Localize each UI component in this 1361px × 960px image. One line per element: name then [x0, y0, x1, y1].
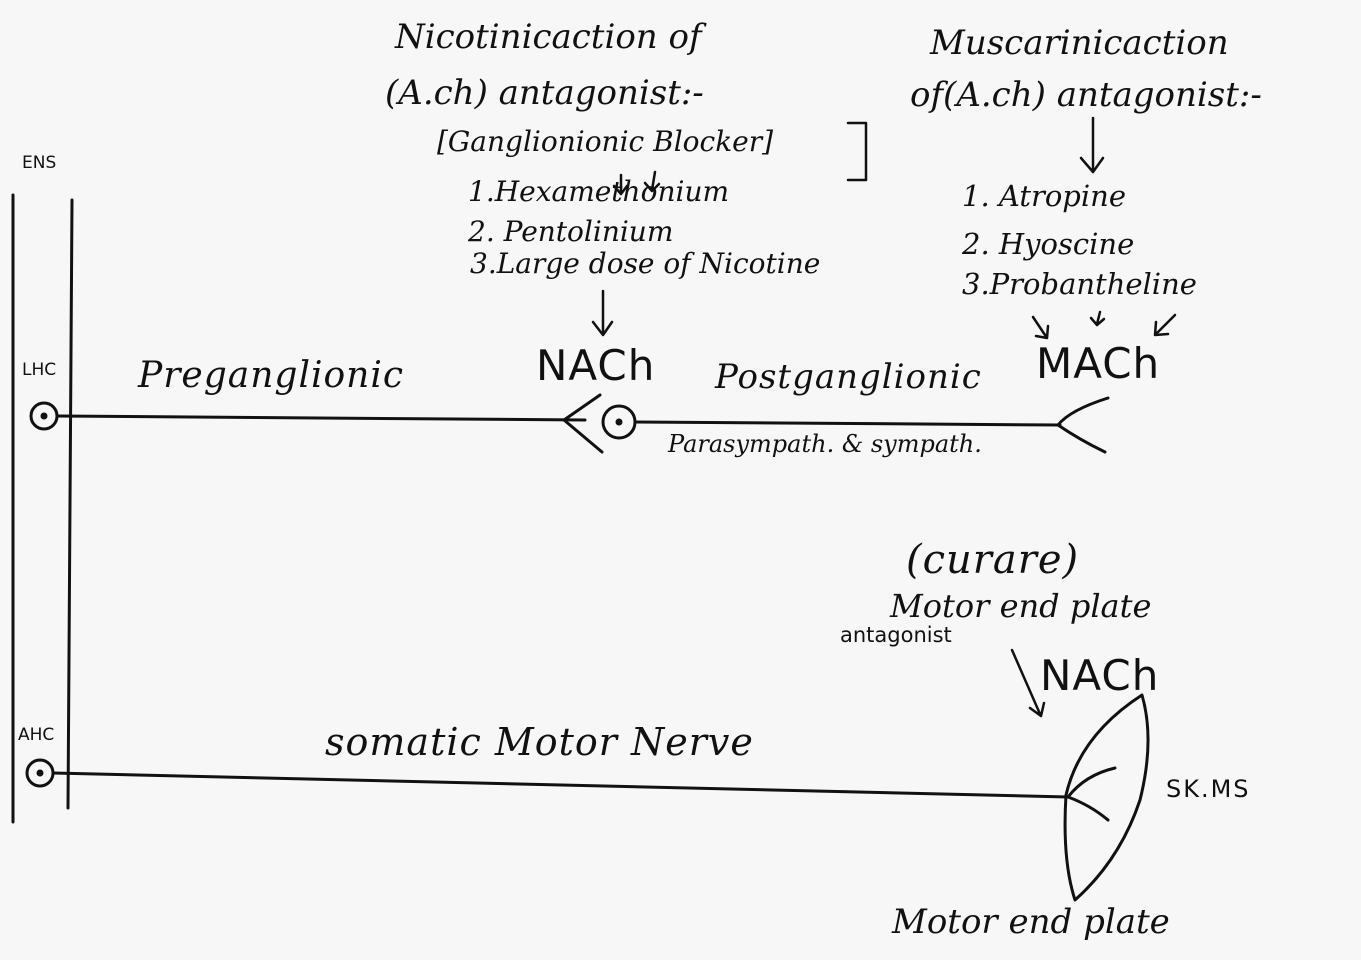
arrow-antagonist	[1010, 648, 1046, 718]
nach-top-label: NACh	[536, 341, 656, 390]
ahc-cell-body	[25, 758, 55, 788]
antagonist-label: antagonist	[840, 623, 952, 647]
spinal-cord-right-line	[66, 198, 74, 810]
ganglionic-blocker-label: [Ganglionionic Blocker]	[437, 125, 774, 158]
motor-end-plate-terminal	[1066, 766, 1117, 822]
arrow-mach-2	[1089, 310, 1106, 327]
nach-bottom-label: NACh	[1040, 651, 1160, 700]
ens-label: ENS	[22, 153, 57, 173]
bracket-blocker	[846, 121, 868, 182]
nicotinic-item-1: 1.Hexamethonium	[468, 175, 730, 208]
postganglionic-label: Postganglionic	[715, 357, 982, 397]
preganglionic-fiber	[55, 414, 587, 422]
mach-label: MACh	[1036, 339, 1161, 388]
somatic-motor-fiber	[51, 771, 1070, 799]
muscarinic-heading-line1: Muscarinicaction	[930, 23, 1229, 63]
nicotinic-heading-line1: Nicotinicaction of	[395, 17, 702, 57]
parasympathetic-label: Parasympath. & sympath.	[668, 430, 982, 458]
ahc-label: AHC	[18, 725, 55, 745]
postganglionic-fiber	[633, 420, 1062, 427]
lhc-label: LHC	[22, 360, 57, 380]
muscarinic-item-2: 2. Hyoscine	[962, 227, 1135, 261]
somatic-motor-nerve-label: somatic Motor Nerve	[325, 720, 754, 764]
muscarinic-item-1: 1. Atropine	[962, 179, 1126, 213]
skeletal-muscle-label: SK.MS	[1166, 775, 1251, 803]
muscarinic-item-3: 3.Probantheline	[962, 267, 1197, 301]
preganglionic-terminal	[562, 393, 604, 454]
muscarinic-heading-line2: of(A.ch) antagonist:-	[910, 75, 1262, 115]
skeletal-muscle	[1063, 693, 1150, 902]
arrow-mach-3	[1153, 313, 1177, 337]
arrow-blocker-2	[643, 170, 661, 193]
arrow-blocker-1	[612, 173, 629, 196]
postganglionic-terminal	[1056, 396, 1110, 454]
arrow-to-nach	[591, 289, 614, 337]
motor-end-plate-bottom-label: Motor end plate	[892, 902, 1170, 942]
curare-label: (curare)	[906, 537, 1080, 583]
ganglion-cell-body	[601, 404, 637, 440]
nicotinic-item-3: 3.Large dose of Nicotine	[470, 247, 821, 280]
lhc-cell-body	[29, 401, 59, 431]
motor-end-plate-top-label: Motor end plate	[890, 587, 1152, 625]
arrow-muscarinic	[1079, 116, 1105, 174]
nicotinic-item-2: 2. Pentolinium	[468, 215, 674, 248]
preganglionic-label: Preganglionic	[138, 355, 405, 396]
nicotinic-heading-line2: (A.ch) antagonist:-	[385, 73, 704, 113]
arrow-mach-1	[1031, 315, 1050, 340]
